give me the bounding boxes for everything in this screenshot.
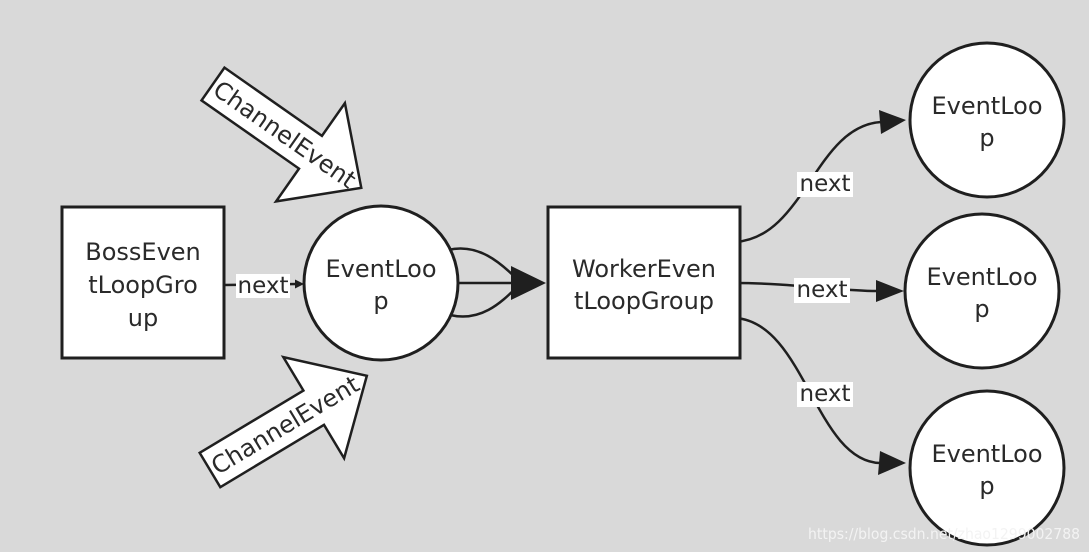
boss-event-loop-group-node: BossEven tLoopGro up bbox=[60, 205, 226, 360]
worker-event-loop-bottom-node: EventLoo p bbox=[908, 389, 1066, 547]
edge-label: next bbox=[238, 273, 289, 299]
arrowhead-worker-to-loop-bottom bbox=[878, 451, 906, 475]
arrowhead-worker-to-loop-top bbox=[879, 110, 906, 134]
edge-label-worker-to-loop-middle: next bbox=[794, 277, 850, 303]
edge-label-background bbox=[236, 274, 290, 298]
worker-event-loop-group-node: WorkerEven tLoopGroup bbox=[546, 205, 742, 360]
block-arrow-shape bbox=[199, 65, 363, 204]
node-label-line: EventLoo bbox=[325, 255, 436, 283]
arrowheads bbox=[295, 110, 906, 475]
arrowhead-worker-to-loop-middle bbox=[876, 280, 904, 302]
node-label-line: WorkerEven bbox=[572, 255, 716, 283]
node-label-line: tLoopGro bbox=[88, 271, 198, 299]
node-label-line: p bbox=[979, 472, 994, 500]
arrowhead-boss-to-event-loop bbox=[295, 279, 304, 289]
edge-label-background bbox=[797, 382, 853, 407]
boss-event-loop-node: EventLoo p bbox=[302, 204, 460, 362]
block-arrow-shape bbox=[197, 355, 369, 489]
watermark-text: https://blog.csdn.net/zhao1299002788 bbox=[808, 525, 1080, 543]
node-label-line: up bbox=[128, 304, 158, 332]
node-label-line: BossEven bbox=[85, 238, 201, 266]
worker-event-loop-circle bbox=[903, 212, 1061, 370]
node-label-line: EventLoo bbox=[931, 92, 1042, 120]
worker-event-loop-group-box bbox=[546, 205, 742, 360]
edge-label-boss-to-event-loop: next bbox=[236, 273, 290, 299]
node-label-line: EventLoo bbox=[926, 263, 1037, 291]
node-label-line: EventLoo bbox=[931, 440, 1042, 468]
worker-event-loop-circle bbox=[908, 41, 1066, 199]
edge-label-background bbox=[797, 172, 853, 197]
node-label-line: p bbox=[373, 287, 388, 315]
arrowhead-event-loop-to-worker bbox=[511, 266, 546, 300]
edge-label: next bbox=[800, 381, 851, 407]
boss-event-loop-group-box bbox=[60, 205, 226, 360]
node-label-line: p bbox=[974, 295, 989, 323]
node-label-line: p bbox=[979, 124, 994, 152]
worker-event-loop-top-node: EventLoo p bbox=[908, 41, 1066, 199]
boss-event-loop-circle bbox=[302, 204, 460, 362]
edge-label-worker-to-loop-bottom: next bbox=[797, 381, 853, 407]
node-label-line: tLoopGroup bbox=[574, 287, 714, 315]
edge-label: next bbox=[797, 277, 848, 303]
edge-label-worker-to-loop-top: next bbox=[797, 171, 853, 197]
edge-label: next bbox=[800, 171, 851, 197]
worker-event-loop-circle bbox=[908, 389, 1066, 547]
edge-label-background bbox=[794, 278, 850, 303]
edge-event-loop-to-worker-lower bbox=[448, 284, 520, 318]
worker-event-loop-middle-node: EventLoo p bbox=[903, 212, 1061, 370]
